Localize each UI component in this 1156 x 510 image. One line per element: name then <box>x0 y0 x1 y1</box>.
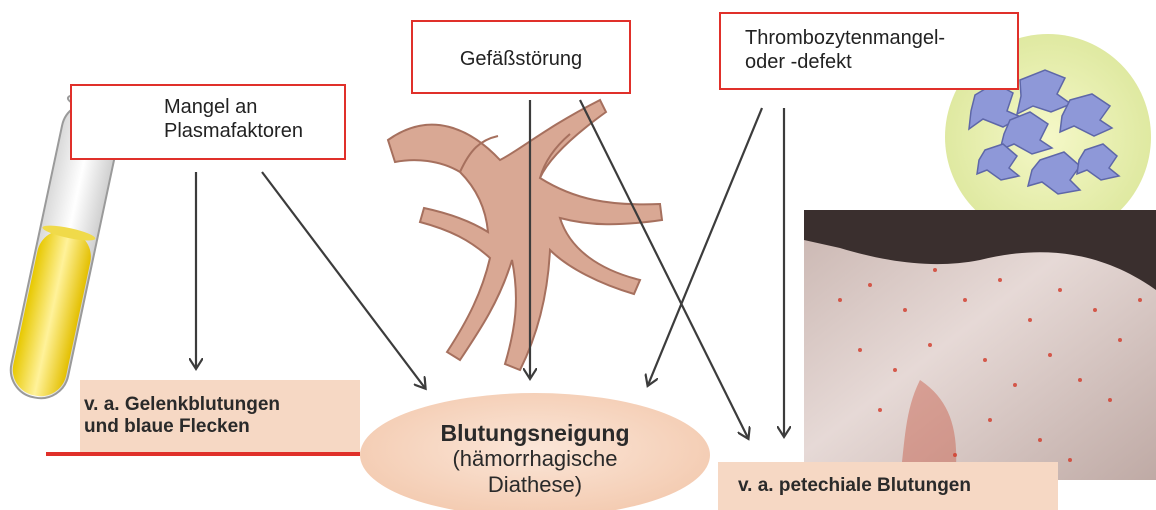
cause-platelet-line1: Thrombozytenmangel- <box>745 26 1017 50</box>
cause-vessel-box: Gefäßstörung <box>411 20 631 94</box>
cause-platelet-line2: oder -defekt <box>745 50 1017 74</box>
result-center-line3: Diathese) <box>400 472 670 498</box>
blood-vessel-icon <box>388 100 662 370</box>
result-center: Blutungsneigung (hämorrhagische Diathese… <box>400 420 670 498</box>
arrow-platelet-center <box>648 108 762 385</box>
cause-plasma-line1: Mangel an <box>164 95 344 119</box>
result-petechial: v. a. petechiale Blutungen <box>738 475 1058 497</box>
cause-platelet-box: Thrombozytenmangel- oder -defekt <box>719 12 1019 90</box>
result-center-line2: (hämorrhagische <box>400 446 670 472</box>
cause-vessel-label: Gefäßstörung <box>413 47 629 71</box>
result-joint-line1: v. a. Gelenkblutungen <box>84 394 360 416</box>
arrow-plasma-center <box>262 172 425 388</box>
result-center-title: Blutungsneigung <box>400 420 670 446</box>
cause-plasma-line2: Plasmafaktoren <box>164 119 344 143</box>
result-joint-line2: und blaue Flecken <box>84 416 360 438</box>
skin-photo <box>804 210 1156 480</box>
result-petechial-label: v. a. petechiale Blutungen <box>738 475 1058 497</box>
cause-plasma-box: Mangel an Plasmafaktoren <box>70 84 346 160</box>
result-joint: v. a. Gelenkblutungen und blaue Flecken <box>84 394 360 438</box>
